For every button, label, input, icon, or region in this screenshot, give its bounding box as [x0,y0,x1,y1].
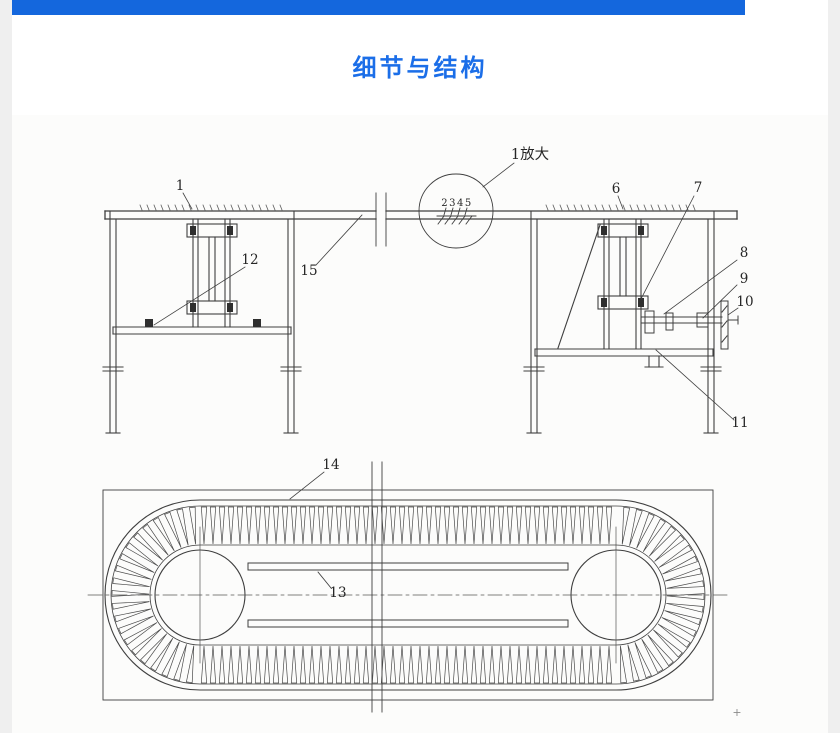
label-part-15: 15 [300,263,317,279]
label-part-14: 14 [322,457,339,473]
label-part-8: 8 [740,245,749,261]
label-part-13: 13 [329,585,346,601]
center-lines [87,526,729,664]
content-page: 细节与结构 [12,0,828,733]
label-part-9: 9 [740,271,749,287]
belt-cleats [139,204,696,211]
tensioner-mechanism [640,300,739,350]
label-part-1: 1 [176,178,185,194]
technical-drawing: 1 12 15 1放大 2345 6 7 8 9 10 11 [87,146,754,719]
label-part-7: 7 [694,180,703,196]
title-section: 细节与结构 [12,15,828,115]
label-detail-parts: 2345 [441,198,472,209]
break-lines [375,192,387,247]
plan-labels: 14 13 [322,457,346,601]
section-lines [371,461,383,713]
label-part-6: 6 [612,181,621,197]
bolt-heads [145,226,644,327]
plan-slats [111,506,705,684]
drawing-section: 1 12 15 1放大 2345 6 7 8 9 10 11 [12,115,828,733]
elevation-labels: 1 12 15 1放大 2345 6 7 8 9 10 11 [176,146,754,431]
corner-mark: + [732,706,741,719]
label-detail-callout: 1放大 [511,146,549,163]
label-part-12: 12 [241,252,258,268]
left-support [102,210,302,434]
elevation-view: 1 12 15 1放大 2345 6 7 8 9 10 11 [102,146,754,434]
section-title: 细节与结构 [352,54,488,82]
label-part-11: 11 [731,415,748,431]
top-accent-bar [12,0,745,15]
center-rails [247,562,569,628]
label-part-10: 10 [736,294,753,310]
detail-circle [418,173,494,249]
plan-view: 14 13 [87,457,729,713]
elevation-leaders [153,162,739,421]
plan-leaders [289,471,332,589]
right-support [523,210,722,434]
top-rail [104,210,738,220]
